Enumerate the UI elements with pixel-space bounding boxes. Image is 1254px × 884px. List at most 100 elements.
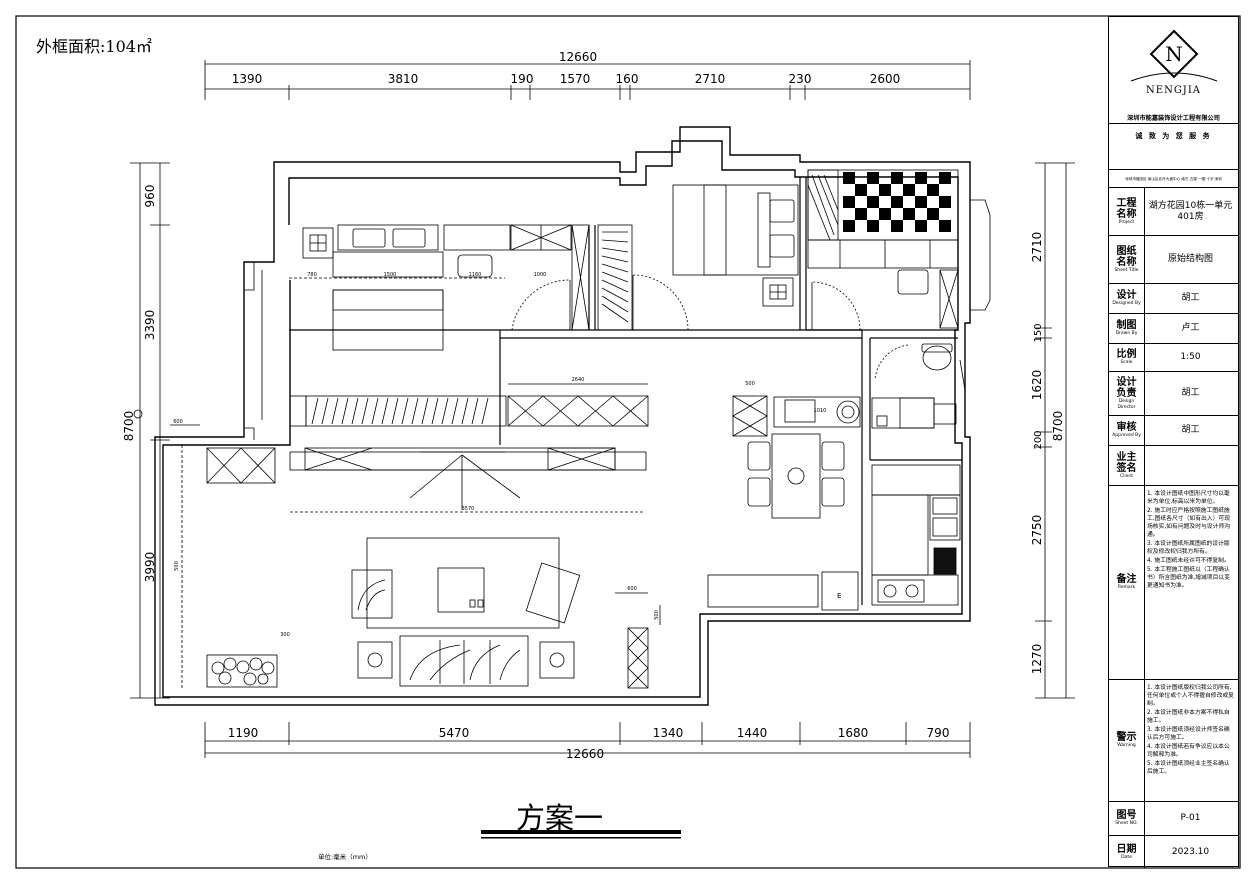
left-dim-2: 3390: [143, 310, 157, 341]
plan-title-underline: [481, 830, 681, 839]
top-dim-4: 1570: [560, 72, 591, 86]
side-storage: [615, 592, 661, 689]
top-dimension-lines: [204, 60, 971, 100]
bedroom-3-furniture: [807, 169, 959, 331]
inner-dim-1: 780: [307, 272, 317, 278]
approved-by: 胡工: [1181, 425, 1200, 435]
bathroom-fixtures: [871, 343, 966, 429]
bottom-dim-2: 5470: [439, 726, 470, 740]
top-total-dim: 12660: [559, 50, 597, 64]
planter: [206, 654, 278, 688]
drawing-date: 2023.10: [1171, 846, 1210, 857]
bottom-dim-4: 1440: [737, 726, 768, 740]
nengjia-logo-icon: N: [1130, 29, 1218, 82]
svg-text:N: N: [1165, 42, 1183, 66]
sheet-border: [15, 15, 1241, 869]
bedroom-2-furniture: [672, 184, 799, 307]
area-label: 外框面积:104㎡: [36, 37, 152, 56]
inner-dim-5: 2640: [572, 377, 585, 383]
top-dim-5: 160: [616, 72, 639, 86]
title-block: N NENGJIA 深圳市能嘉装饰设计工程有限公司 诚 致 为 您 服 务 深圳…: [1108, 16, 1239, 868]
company-slogan: 诚 致 为 您 服 务: [1135, 132, 1212, 140]
wardrobes: [511, 224, 689, 331]
inner-dim-12: 300: [280, 632, 290, 638]
project-name: 湖方花园10栋一单元401房: [1148, 200, 1233, 222]
drawn-by: 卢工: [1181, 323, 1200, 333]
bedroom-1-furniture: [289, 224, 572, 351]
company-address: 深圳市福田区·南山区北环大道中心·南方·五楼·一楼·十字·深圳: [1125, 177, 1222, 181]
scale: 1:50: [1180, 352, 1201, 362]
left-dim-1: 960: [143, 185, 157, 208]
corridor-cabinets: [289, 383, 768, 437]
inner-dim-2: 1500: [384, 272, 397, 278]
designer: 胡工: [1181, 293, 1200, 303]
design-director: 胡工: [1181, 388, 1200, 398]
right-total-dim: 8700: [1051, 411, 1065, 442]
kitchen-fixtures: E: [707, 464, 961, 611]
right-dim-6: 1270: [1030, 644, 1044, 675]
right-dim-1: 2710: [1030, 232, 1044, 263]
inner-dim-4: 1000: [534, 272, 547, 278]
right-dim-5: 2750: [1030, 515, 1044, 546]
inner-dim-6: 500: [745, 381, 755, 387]
company-name: 深圳市能嘉装饰设计工程有限公司: [1127, 115, 1220, 122]
top-dim-6: 2710: [695, 72, 726, 86]
bottom-dim-1: 1190: [228, 726, 259, 740]
top-dim-8: 2600: [870, 72, 901, 86]
sheet-number: P-01: [1180, 813, 1201, 823]
inner-dim-7: 1010: [814, 408, 827, 414]
left-dimension-lines: [130, 162, 170, 699]
dining-set: [747, 396, 861, 519]
tv-wall: [289, 447, 647, 513]
inner-dim-8: 3570: [462, 506, 475, 512]
client-signature: [1145, 446, 1236, 485]
magnifier-icon: [133, 409, 143, 419]
plan-name: 方案一: [516, 801, 604, 835]
window-bays: [243, 199, 991, 440]
bottom-dim-3: 1340: [653, 726, 684, 740]
left-dim-3: 3990: [143, 552, 157, 583]
sheet-title: 原始结构图: [1167, 254, 1213, 264]
inner-dim-11: 600: [627, 586, 637, 592]
bottom-dim-6: 790: [927, 726, 950, 740]
right-dim-2: 150: [1033, 323, 1044, 342]
inner-dim-3: 1160: [469, 272, 482, 278]
living-sofa-set: [351, 537, 581, 687]
svg-text:E: E: [837, 592, 841, 600]
top-dim-1: 1390: [232, 72, 263, 86]
bottom-dimension-lines: [204, 722, 971, 758]
warnings-list: 1. 本设计图纸版权归我公司所有,任何单位或个人不得擅自修改或复制。 2. 本设…: [1147, 685, 1234, 775]
inner-dim-10: 500: [174, 561, 180, 571]
remarks-list: 1. 本设计图纸中图形尺寸均以毫米为单位,标高以米为单位。 2. 施工时应严格按…: [1147, 491, 1230, 589]
company-logo: N NENGJIA: [1109, 17, 1238, 111]
bottom-dim-5: 1680: [838, 726, 869, 740]
right-dim-4: 200: [1033, 430, 1044, 449]
top-dim-2: 3810: [388, 72, 419, 86]
scale-unit-note: 单位:毫米（mm）: [318, 853, 372, 861]
right-dim-3: 1620: [1030, 370, 1044, 401]
exterior-walls: [154, 126, 971, 706]
inner-dim-9: 600: [173, 419, 183, 425]
brand-name: NENGJIA: [1146, 85, 1201, 96]
left-total-dim: 8700: [122, 411, 136, 442]
right-dimension-lines: [1035, 162, 1075, 699]
top-dim-3: 190: [511, 72, 534, 86]
interior-walls: [289, 177, 962, 605]
entry-cabinet: [170, 424, 276, 690]
inner-dim-13: 500: [654, 610, 660, 620]
top-dim-7: 230: [789, 72, 812, 86]
bedroom-3-rug: [843, 172, 951, 232]
